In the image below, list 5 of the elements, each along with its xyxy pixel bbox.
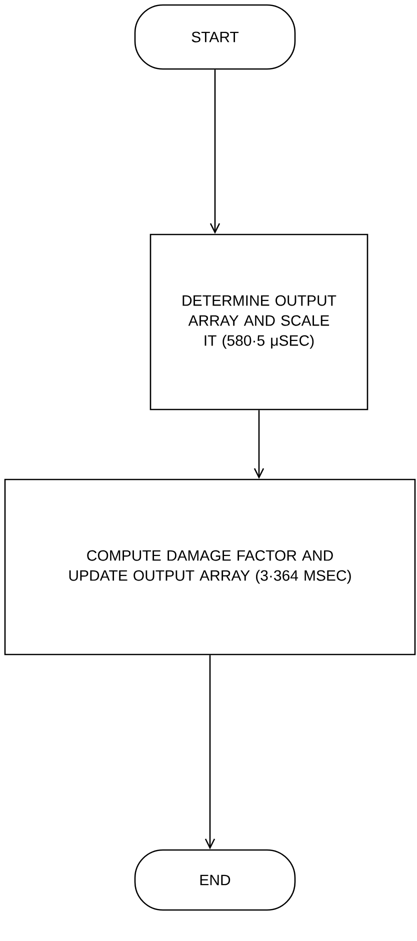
process-box: DETERMINE OUTPUT ARRAY AND SCALE IT (580·5 μSEC) <box>150 234 368 410</box>
process-box: COMPUTE DAMAGE FACTOR AND UPDATE OUTPUT ARRAY (3·364 MSEC) <box>4 478 416 656</box>
arrow <box>210 70 220 234</box>
arrow <box>204 655 216 850</box>
arrow <box>254 410 264 479</box>
